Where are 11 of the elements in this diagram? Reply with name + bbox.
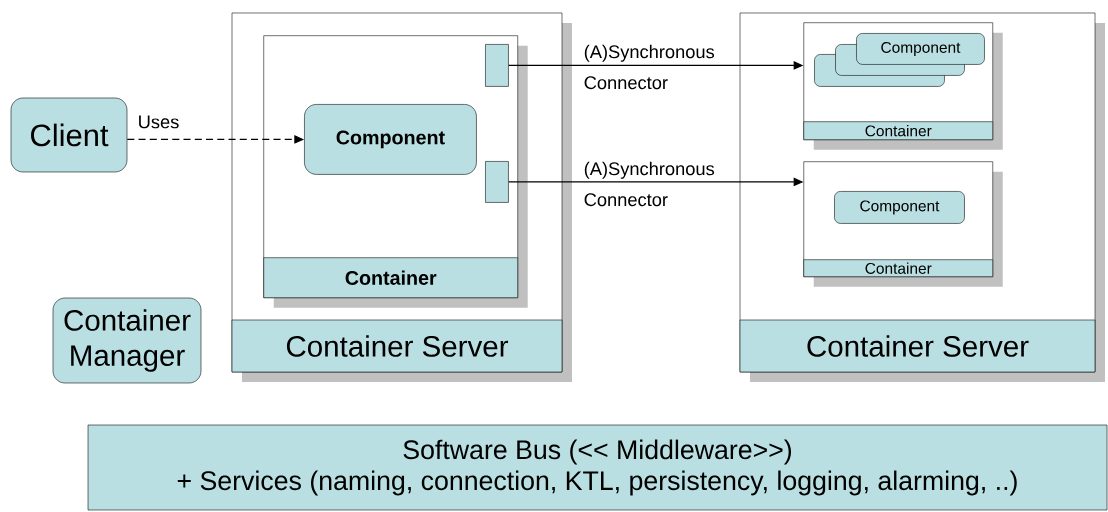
component-box: Component: [856, 33, 985, 65]
edge-label: Uses: [139, 115, 179, 129]
component-box: Component: [834, 191, 965, 224]
client-box: Client: [10, 97, 128, 173]
edge-label: (A)Synchronous Connector: [584, 44, 715, 90]
manager-box: Container Manager: [52, 297, 202, 384]
port-box: [485, 44, 509, 87]
port-box: [485, 161, 509, 203]
component-box: Component: [304, 104, 477, 175]
edge-label: (A)Synchronous Connector: [584, 161, 715, 207]
bus-band: Software Bus (<< Middleware>>) + Services (naming, connection, KTL, persistency, logging, alarming, ..): [87, 424, 1108, 511]
